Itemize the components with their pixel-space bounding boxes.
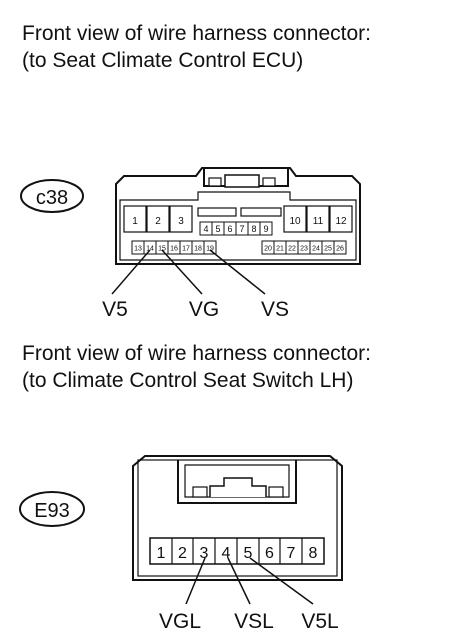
label-v5: V5 [102, 298, 128, 321]
c38-pin-24: 24 [312, 246, 320, 253]
e93-pin-1: 1 [157, 545, 166, 562]
e93-pin-5: 5 [244, 545, 253, 562]
c38-pin-6: 6 [227, 224, 232, 234]
c38-pin-mid: 4 5 6 7 8 9 [199, 221, 273, 236]
e93-code: E93 [34, 500, 70, 522]
connector2-caption: Front view of wire harness connector: (t… [22, 340, 371, 394]
c38-pin-row2-left: 13 14 15 16 17 18 19 [131, 240, 217, 255]
c38-pin-21: 21 [276, 246, 284, 253]
c38-code: c38 [36, 187, 68, 209]
c38-pin-16: 16 [170, 246, 178, 253]
e93-pin-4: 4 [222, 545, 231, 562]
label-vsl: VSL [234, 610, 274, 633]
c38-pin-12: 12 [335, 216, 347, 227]
connector2-caption-line1: Front view of wire harness connector: [22, 342, 371, 365]
c38-pin-14: 14 [146, 246, 154, 253]
c38-pin-19: 19 [206, 246, 214, 253]
e93-pin-2: 2 [178, 545, 187, 562]
c38-pin-row1: 1 2 3 [123, 205, 193, 233]
connector2-caption-line2: (to Climate Control Seat Switch LH) [22, 369, 354, 392]
c38-pin-2: 2 [155, 216, 161, 227]
label-v5l: V5L [301, 610, 338, 633]
c38-pin-15: 15 [158, 246, 166, 253]
c38-pin-9: 9 [263, 224, 268, 234]
e93-pin-row: 1 2 3 4 5 6 7 8 [149, 537, 325, 565]
c38-pin-25: 25 [324, 246, 332, 253]
c38-pin-23: 23 [300, 246, 308, 253]
c38-pin-7: 7 [239, 224, 244, 234]
c38-pin-11: 11 [313, 216, 324, 227]
label-vg: VG [189, 298, 219, 321]
c38-code-ellipse [20, 179, 84, 213]
c38-pin-10: 10 [289, 216, 301, 227]
connector1-caption: Front view of wire harness connector: (t… [22, 20, 371, 74]
e93-pin-7: 7 [287, 545, 296, 562]
c38-pin-5: 5 [215, 224, 220, 234]
c38-pin-3: 3 [178, 216, 184, 227]
e93-pin-3: 3 [200, 545, 209, 562]
c38-pin-4: 4 [203, 224, 208, 234]
connector1-caption-line1: Front view of wire harness connector: [22, 22, 371, 45]
e93-code-ellipse [19, 491, 85, 527]
c38-pin-13: 13 [134, 246, 142, 253]
c38-pin-row2-right: 20 21 22 23 24 25 26 [261, 240, 347, 255]
c38-pin-20: 20 [264, 246, 272, 253]
label-vgl: VGL [159, 610, 201, 633]
c38-pin-17: 17 [182, 246, 190, 253]
c38-leader-lines [111, 249, 266, 295]
c38-pin-18: 18 [194, 246, 202, 253]
c38-pin-26: 26 [336, 246, 344, 253]
c38-pin-1: 1 [132, 216, 138, 227]
c38-pin-right: 10 11 12 [283, 205, 353, 233]
e93-leader-lines [185, 557, 314, 605]
c38-pin-8: 8 [251, 224, 256, 234]
c38-pin-22: 22 [288, 246, 296, 253]
e93-pin-8: 8 [309, 545, 318, 562]
connector1-caption-line2: (to Seat Climate Control ECU) [22, 49, 304, 72]
c38-connector-body [115, 167, 361, 265]
e93-pin-6: 6 [265, 545, 274, 562]
label-vs: VS [261, 298, 289, 321]
